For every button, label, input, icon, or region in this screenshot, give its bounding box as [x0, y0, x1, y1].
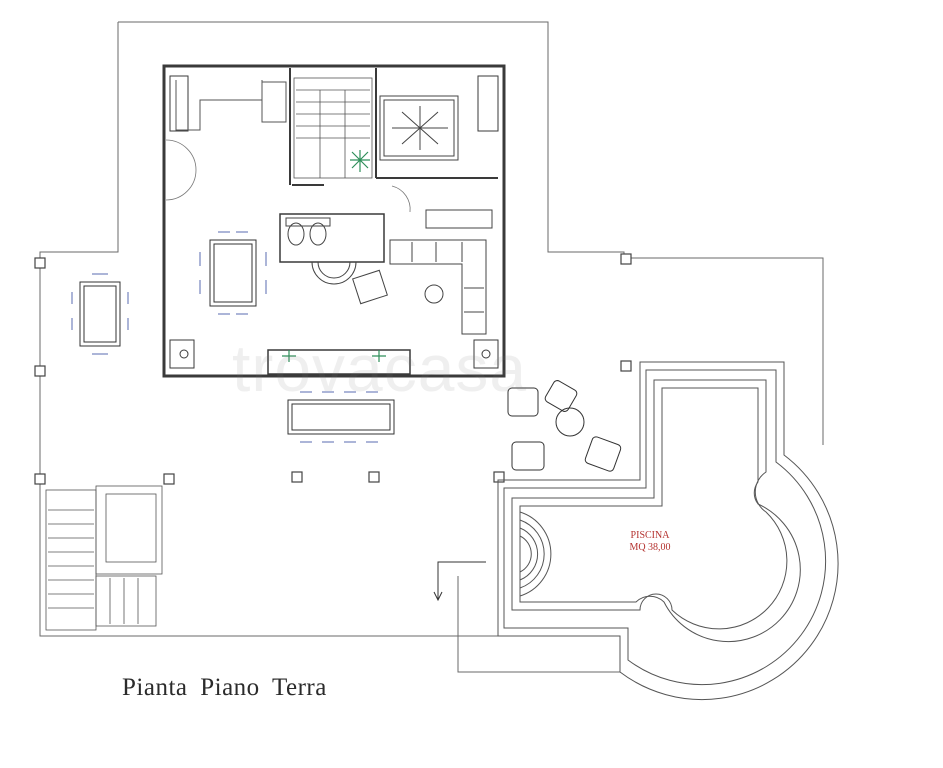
terrace-outline: [39, 21, 824, 637]
dining-table-front-terrace: [287, 391, 395, 443]
bathroom-fixtures: [285, 217, 357, 285]
pool: [497, 361, 839, 700]
pillars: [34, 253, 632, 485]
pool-label: PISCINA MQ 38,00: [605, 530, 695, 554]
plants: [282, 150, 386, 362]
staircase: [293, 77, 373, 179]
sofa: [389, 209, 493, 335]
bed: [379, 95, 459, 161]
dining-table-indoor: [199, 231, 267, 315]
plan-title: Pianta Piano Terra: [122, 674, 327, 701]
exterior-stairs: [45, 485, 163, 631]
door-swings: [165, 139, 411, 213]
dining-table-left-terrace: [71, 273, 129, 355]
pool-area: MQ 38,00: [629, 542, 671, 553]
living-armchair: [352, 269, 444, 305]
lower-terrace-outline: [40, 576, 620, 673]
outdoor-lounge: [507, 380, 622, 472]
watermark: trovacasa: [232, 331, 528, 405]
section-arrow: [433, 561, 486, 602]
house: [162, 64, 506, 378]
pool-name: PISCINA: [630, 530, 670, 541]
kitchen-counter: [175, 80, 287, 131]
